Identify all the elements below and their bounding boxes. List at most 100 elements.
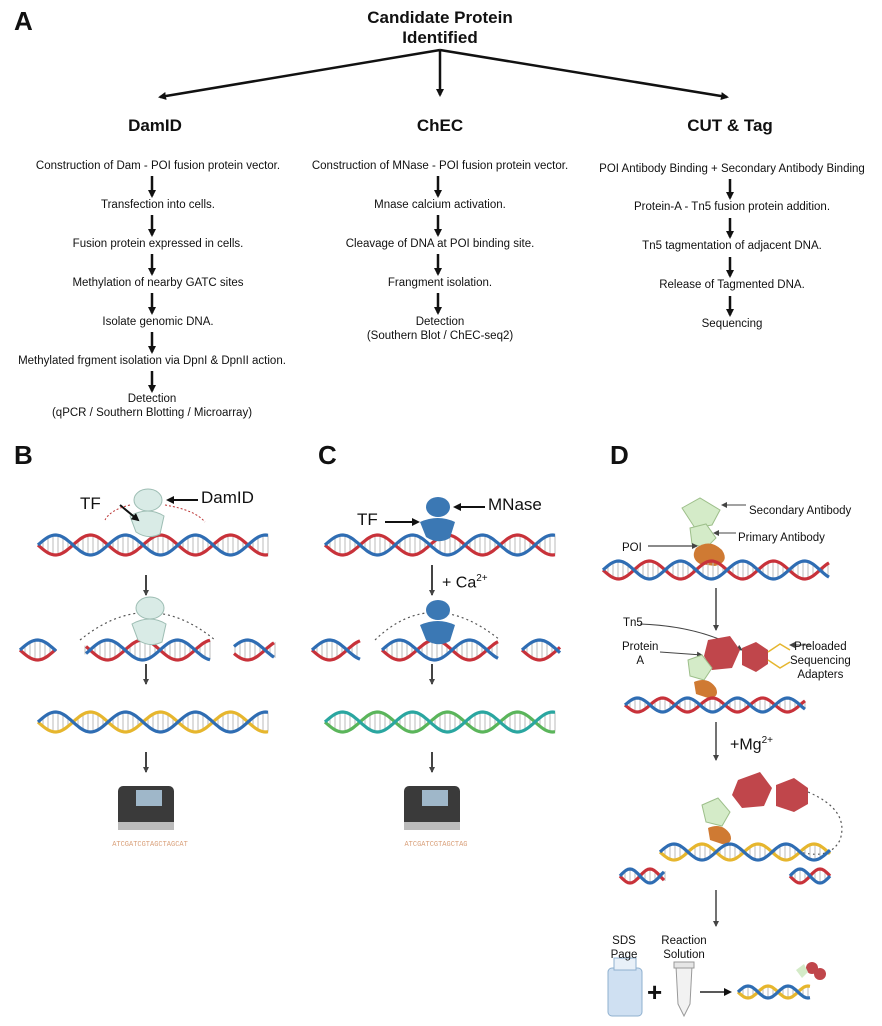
label-secondary-antibody: Secondary Antibody xyxy=(749,505,852,517)
damid-step-3: Fusion protein expressed in cells. xyxy=(72,238,244,250)
dna-strand xyxy=(623,696,806,714)
label-tn5: Tn5 xyxy=(623,617,643,629)
damid-step-6: Methylated frgment isolation via DpnI & … xyxy=(18,355,286,367)
dna-helix-tagged xyxy=(36,710,269,734)
dna-strand xyxy=(18,638,275,662)
dna-helix-tagmented xyxy=(658,842,832,862)
label-adapters-line3: Adapters xyxy=(797,669,844,681)
dna-strand xyxy=(601,559,830,581)
dam-fusion-protein xyxy=(129,488,165,538)
panel-letter-a: A xyxy=(14,6,33,36)
sequencer-icon xyxy=(404,786,460,830)
released-complex-icon xyxy=(796,962,826,980)
label-magnesium-text: +Mg xyxy=(730,736,762,754)
dna-helix-colored xyxy=(323,710,556,734)
chec-step-3: Cleavage of DNA at POI binding site. xyxy=(345,238,535,250)
chec-step-5-detail: (Southern Blot / ChEC-seq2) xyxy=(366,330,514,342)
panel-letter-b: B xyxy=(14,440,33,470)
label-calcium-text: + Ca xyxy=(442,574,477,592)
poi-protein xyxy=(693,543,725,566)
label-sds-line2: Page xyxy=(610,949,638,961)
reaction-tube-icon xyxy=(673,961,695,1018)
label-protein-a-line1: Protein xyxy=(622,641,659,653)
label-adapters-line2: Sequencing xyxy=(790,655,851,667)
secondary-antibody xyxy=(681,497,721,529)
dna-helix xyxy=(36,533,269,557)
panel-c-illustration: ATCGATCGTAGCTAG xyxy=(310,497,562,849)
dna-strand xyxy=(36,533,269,557)
cut-tag-step-3: Tn5 tagmentation of adjacent DNA. xyxy=(642,240,822,252)
root-heading: Candidate Protein Identified xyxy=(340,8,540,48)
cut-tag-step-2: Protein-A - Tn5 fusion protein addition. xyxy=(633,201,831,213)
label-damid-b: DamID xyxy=(201,488,254,507)
label-tf-b: TF xyxy=(80,494,101,513)
chec-step-1: Construction of MNase - POI fusion prote… xyxy=(311,160,569,172)
damid-step-5: Isolate genomic DNA. xyxy=(102,316,214,328)
dna-strand xyxy=(36,533,269,557)
mnase-fusion-protein xyxy=(420,600,455,645)
label-magnesium-charge: 2+ xyxy=(761,735,773,746)
tree-arrows xyxy=(158,48,729,100)
tn5-complex xyxy=(701,772,808,844)
cut-tag-step-4: Release of Tagmented DNA. xyxy=(659,279,805,291)
method-title-cut-tag: CUT & Tag xyxy=(687,116,773,135)
label-adapters-line1: Preloaded xyxy=(794,641,847,653)
panel-letter-c: C xyxy=(318,440,337,470)
method-title-chec: ChEC xyxy=(416,116,464,135)
dna-fragment xyxy=(788,867,832,885)
dna-strand xyxy=(618,867,666,885)
dna-fragment xyxy=(618,867,666,885)
sequencer-icon xyxy=(118,786,174,830)
root-heading-line2: Identified xyxy=(402,28,478,47)
dam-fusion-protein xyxy=(131,596,167,646)
dna-strand xyxy=(788,867,832,885)
panel-b-illustration: ATCGATCGTAGCTAGCAT xyxy=(18,488,276,849)
dna-strand xyxy=(310,638,562,662)
label-mnase-c: MNase xyxy=(488,495,542,514)
label-magnesium: +Mg2+ xyxy=(730,734,773,754)
damid-step-2: Transfection into cells. xyxy=(101,199,215,211)
dna-strand xyxy=(736,984,811,1000)
dna-helix-cleaved xyxy=(310,638,562,662)
antibody-complex xyxy=(687,654,717,698)
label-tf-c: TF xyxy=(357,510,378,529)
cut-tag-step-1: POI Antibody Binding + Secondary Antibod… xyxy=(599,163,865,175)
label-calcium-charge: 2+ xyxy=(476,573,488,584)
svg-text:ATCGATCGTAGCTAGCAT: ATCGATCGTAGCTAGCAT xyxy=(112,841,188,849)
panel-d-illustration xyxy=(601,497,843,1018)
label-protein-a: Protein A xyxy=(622,640,658,668)
protein-a-tn5-fusion xyxy=(704,636,768,672)
dna-strand xyxy=(36,710,269,734)
chec-step-2: Mnase calcium activation. xyxy=(374,199,506,211)
dna-strand xyxy=(36,710,269,734)
mnase-fusion-protein xyxy=(420,497,455,542)
dna-strand xyxy=(618,867,666,885)
damid-step-4: Methylation of nearby GATC sites xyxy=(72,277,244,289)
damid-step-1: Construction of Dam - POI fusion protein… xyxy=(35,160,281,172)
dna-helix xyxy=(623,696,806,714)
sequencing-adapters xyxy=(767,643,791,669)
dna-product xyxy=(736,984,811,1000)
label-sds-line1: SDS xyxy=(612,935,636,947)
label-sds-page: SDS Page xyxy=(606,934,642,962)
cut-tag-step-5: Sequencing xyxy=(701,318,763,330)
label-reaction-line1: Reaction xyxy=(661,935,707,947)
primary-antibody xyxy=(689,523,717,549)
label-poi: POI xyxy=(622,542,642,554)
arrow-to-damid xyxy=(158,48,441,100)
label-primary-antibody: Primary Antibody xyxy=(738,532,825,544)
label-reaction-line2: Solution xyxy=(663,949,705,961)
damid-step-7: Detection xyxy=(127,393,177,405)
dna-helix xyxy=(601,559,830,581)
dna-strand xyxy=(323,710,556,734)
chec-step-5: Detection xyxy=(415,316,465,328)
svg-text:ATCGATCGTAGCTAG: ATCGATCGTAGCTAG xyxy=(404,841,467,849)
label-protein-a-line2: A xyxy=(636,655,645,667)
tf-arrow xyxy=(119,504,140,522)
sds-page-bottle-icon xyxy=(607,957,643,1017)
step-arrows xyxy=(148,176,734,393)
method-title-damid: DamID xyxy=(128,116,182,135)
label-adapters: Preloaded Sequencing Adapters xyxy=(790,640,851,682)
damid-step-7-detail: (qPCR / Southern Blotting / Microarray) xyxy=(51,407,253,419)
label-reaction-solution: Reaction Solution xyxy=(656,934,712,962)
